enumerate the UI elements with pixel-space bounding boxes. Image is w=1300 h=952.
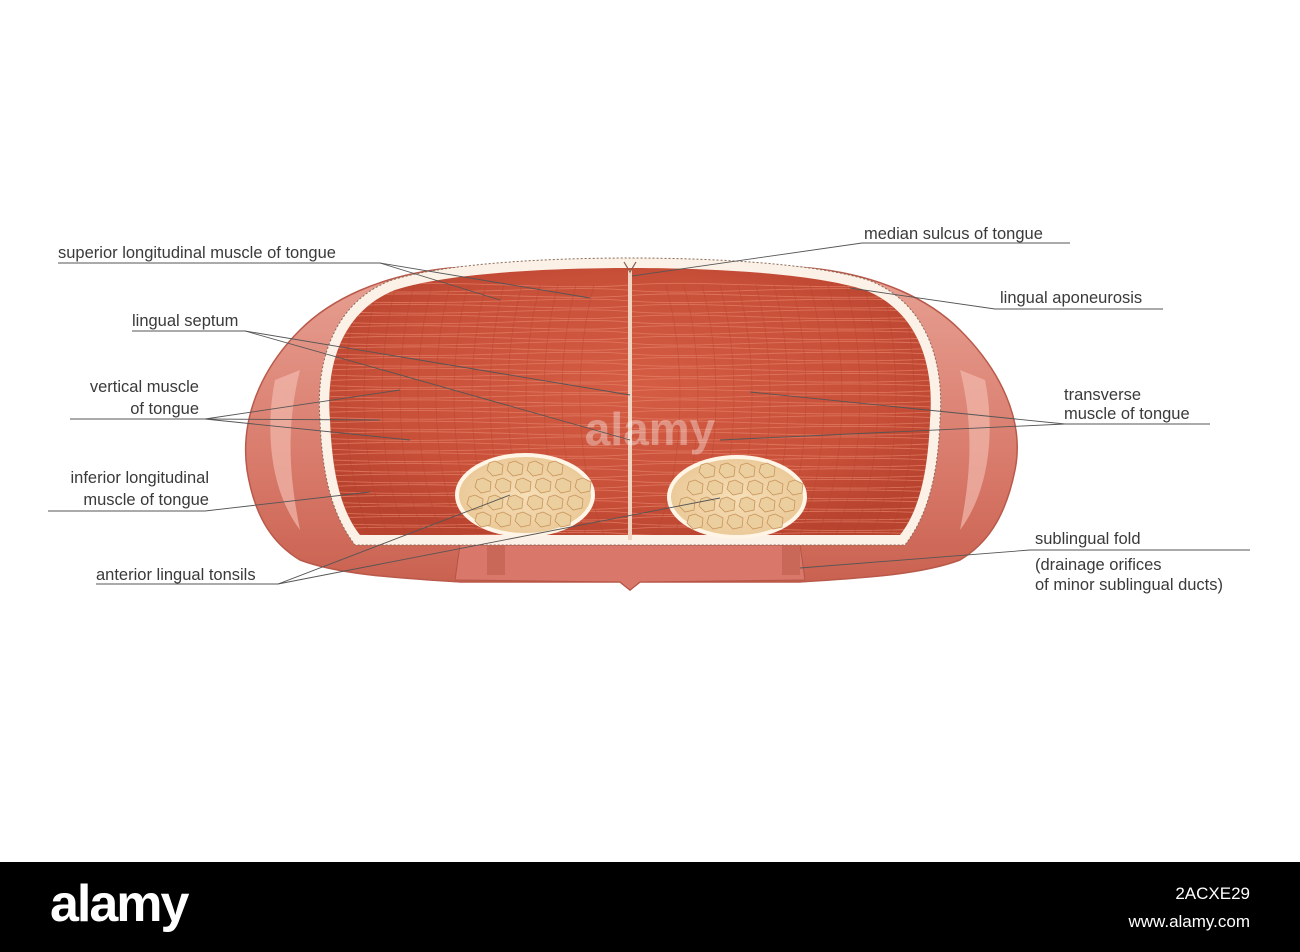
right-mucosa-highlight [960, 370, 990, 530]
footer-bar: alamy 2ACXE29 www.alamy.com [0, 862, 1300, 952]
right-fold-notch [782, 545, 800, 575]
label-transverse-1: transverse [1064, 386, 1141, 404]
footer-brand-logo: alamy [50, 875, 189, 933]
label-sublingual-fold-2: (drainage orifices [1035, 556, 1162, 574]
footer-site: www.alamy.com [1128, 912, 1250, 931]
label-vertical-muscle-2: of tongue [130, 400, 199, 418]
leader-sublingual-fold [799, 549, 1250, 569]
leader-inferior-longitudinal [48, 491, 371, 512]
footer-image-code: 2ACXE29 [1175, 884, 1250, 903]
sublingual-ridge [454, 544, 806, 591]
watermark: alamy [585, 403, 716, 455]
diagram-svg: alamy [48, 225, 1250, 594]
left-fold-notch [487, 545, 505, 575]
tonsil-texture [466, 460, 804, 530]
label-lingual-septum: lingual septum [132, 312, 238, 330]
leader-lingual-aponeurosis [849, 287, 1163, 310]
label-anterior-tonsils: anterior lingual tonsils [96, 566, 256, 584]
label-median-sulcus: median sulcus of tongue [864, 225, 1043, 243]
label-inferior-longitudinal-2: muscle of tongue [83, 491, 209, 509]
label-vertical-muscle-1: vertical muscle [90, 378, 199, 396]
leader-median-sulcus [631, 242, 1070, 277]
leader-lines [48, 242, 1250, 585]
label-sublingual-fold-1: sublingual fold [1035, 530, 1141, 548]
label-sublingual-fold-3: of minor sublingual ducts) [1035, 576, 1223, 594]
median-sulcus [623, 261, 637, 274]
label-superior-longitudinal: superior longitudinal muscle of tongue [58, 244, 336, 262]
label-lingual-aponeurosis: lingual aponeurosis [1000, 289, 1142, 307]
label-transverse-2: muscle of tongue [1064, 405, 1190, 423]
label-inferior-longitudinal-1: inferior longitudinal [70, 469, 209, 487]
tongue-cross-section-diagram: alamy [48, 225, 1250, 594]
left-mucosa-highlight [270, 370, 300, 530]
